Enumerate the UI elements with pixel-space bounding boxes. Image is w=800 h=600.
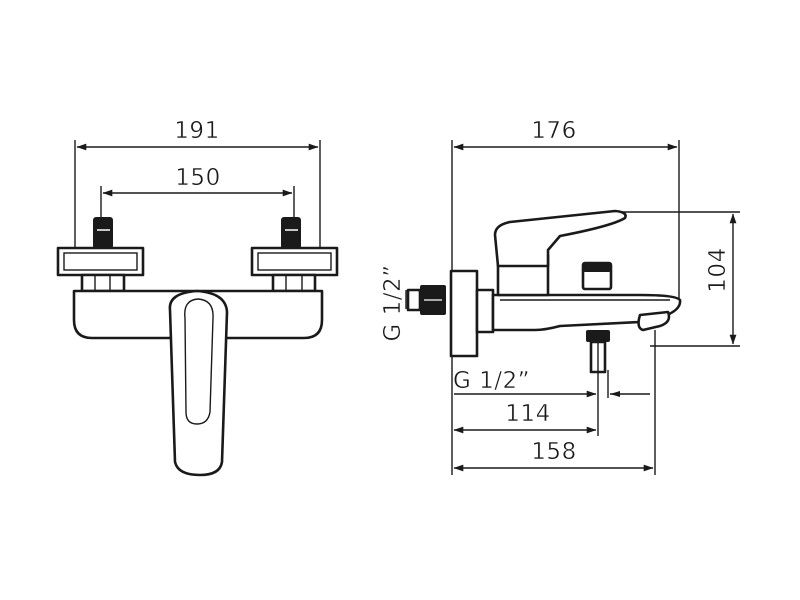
dimension-label-height: 104 (705, 247, 731, 292)
side-lever-handle (493, 209, 627, 268)
dimension-label-reach: 158 (531, 439, 576, 465)
left-inlet-nut (93, 217, 113, 249)
bottom-outlet-nut (586, 330, 610, 342)
side-view: 176 104 G 1/2” G 1/2” 114 158 (380, 118, 740, 475)
front-view: 191 150 (56, 118, 339, 477)
dimension-label-width: 191 (174, 118, 219, 144)
right-connector (271, 273, 317, 293)
wall-flange (449, 269, 479, 358)
left-connector (80, 273, 126, 293)
spout-outlet (637, 310, 671, 332)
right-escutcheon (250, 246, 339, 277)
dimension-label-spacing: 150 (175, 165, 220, 191)
right-inlet-nut (281, 217, 301, 249)
outlet-thread-label: G 1/2” (453, 368, 530, 394)
dimension-label-depth: 176 (531, 118, 576, 144)
inlet-thread-stub (406, 288, 422, 312)
left-escutcheon (56, 246, 145, 277)
inlet-thread-label: G 1/2” (380, 264, 406, 341)
dimension-label-offset: 114 (505, 401, 550, 427)
flange-connector (475, 288, 495, 334)
lever-handle (168, 289, 229, 477)
